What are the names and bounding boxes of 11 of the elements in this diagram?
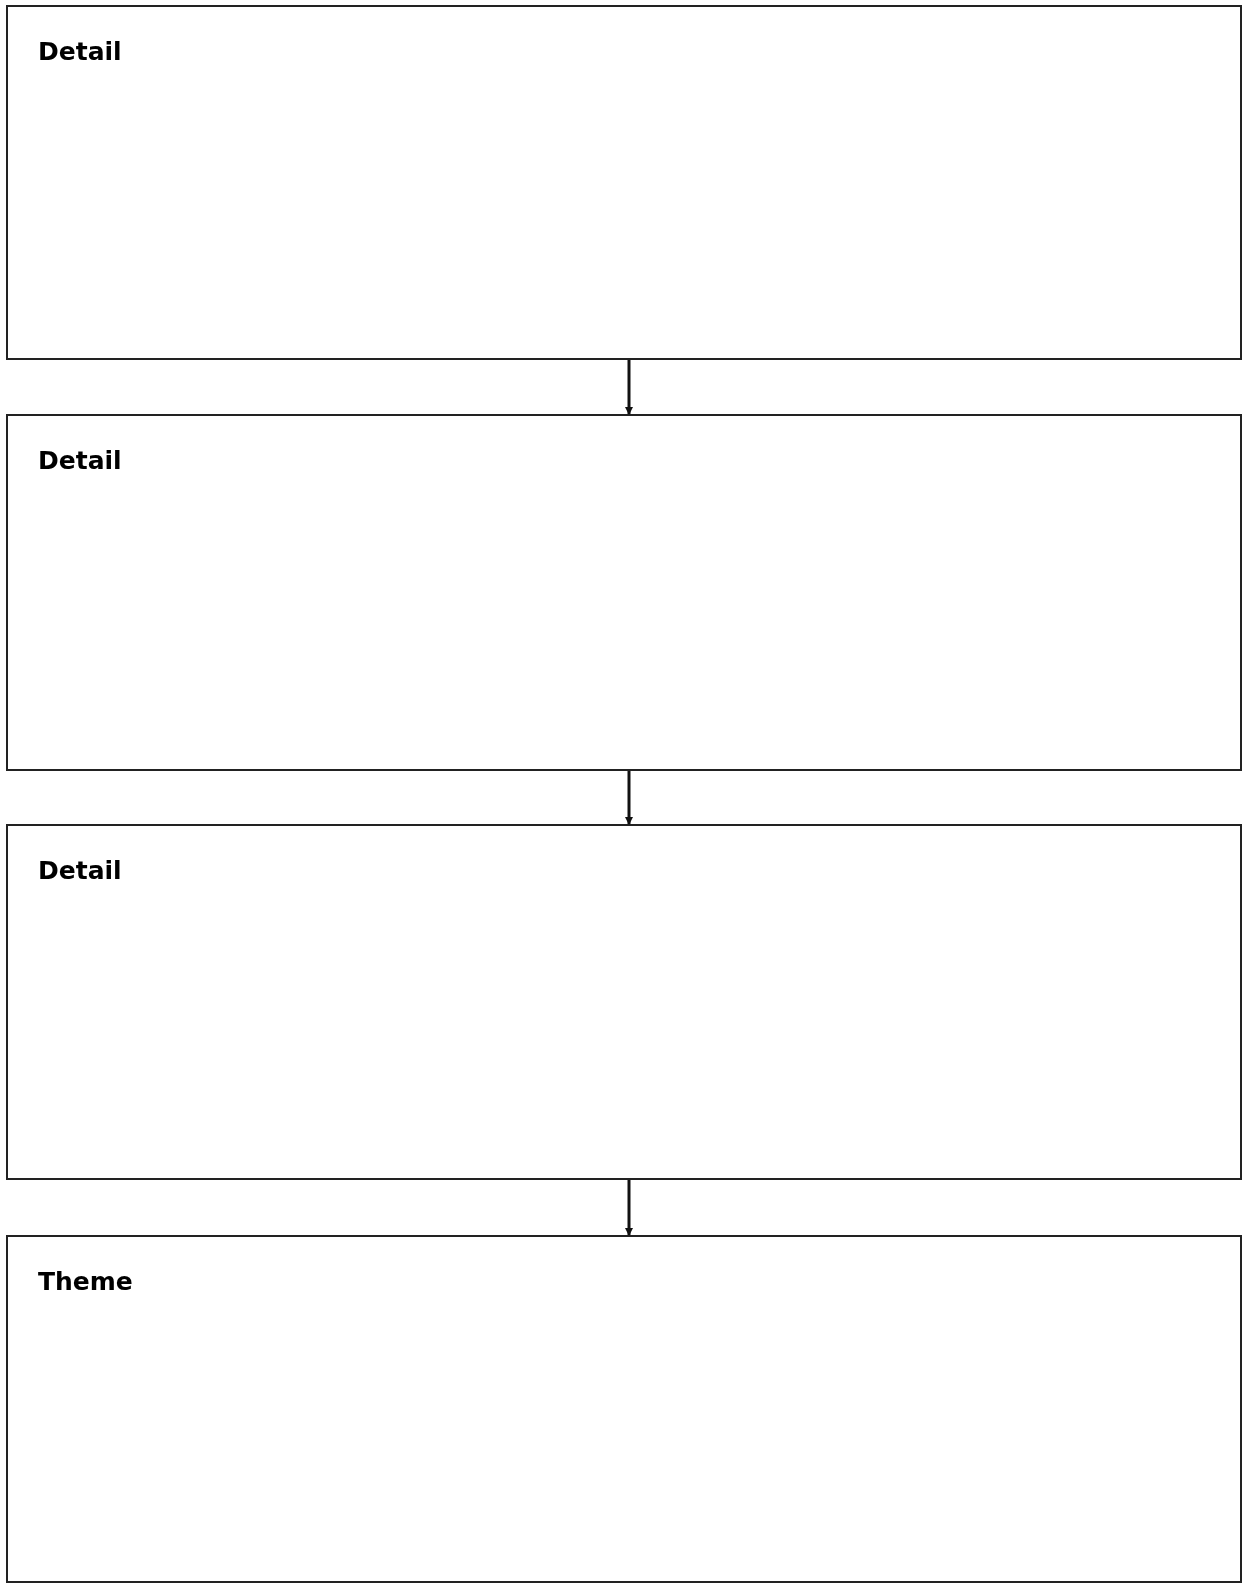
box-heading: Detail — [38, 37, 122, 66]
step-box — [6, 1235, 1242, 1583]
box-heading: Detail — [38, 856, 122, 885]
step-box — [6, 414, 1242, 771]
step-box — [6, 824, 1242, 1180]
step-box — [6, 5, 1242, 360]
arrow — [625, 771, 633, 825]
box-heading: Theme — [38, 1267, 133, 1296]
arrow — [625, 360, 633, 415]
arrow — [625, 1180, 633, 1236]
box-heading: Detail — [38, 446, 122, 475]
